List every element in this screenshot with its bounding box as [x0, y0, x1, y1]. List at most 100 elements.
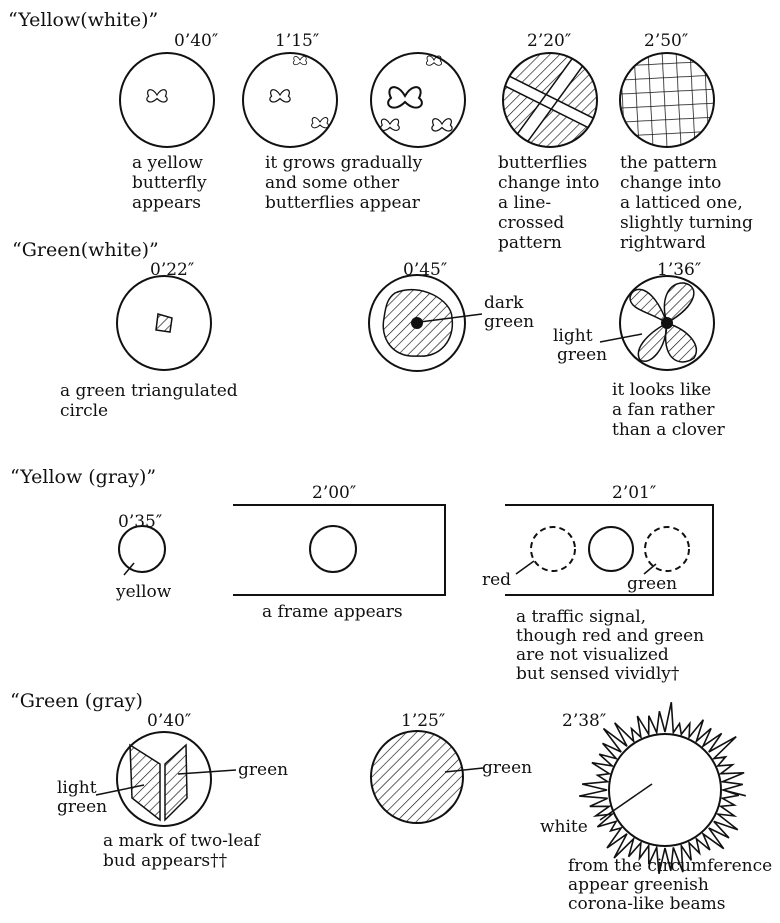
time-label: 0’40″ [174, 31, 218, 51]
time-label: 1’15″ [275, 31, 319, 51]
time-label: 0’22″ [150, 260, 194, 280]
time-label: 1’36″ [657, 260, 701, 280]
svg-text:a yellow: a yellow [132, 153, 203, 173]
right-leaf [164, 743, 188, 822]
label-green: green [557, 345, 607, 365]
caption-line: a mark of two-leaf [103, 831, 262, 851]
section-title-green-gray: “Green (gray) [10, 690, 143, 712]
svg-text:appears: appears [132, 193, 201, 213]
panel-two-leaf-bud: 0’40″ light green green a mark of two-le… [57, 711, 288, 871]
panel-butterflies-grow: 1’15″ it grows gradually and some other … [242, 31, 466, 213]
frame-bracket [505, 504, 714, 596]
circle-frame [619, 275, 715, 371]
label-green: green [57, 797, 107, 817]
circle-frame [116, 275, 212, 371]
hatched-disc [370, 730, 464, 824]
butterfly-icon [146, 89, 168, 103]
caption-line: crossed [498, 213, 564, 233]
caption-line: from the circumference [568, 856, 772, 876]
caption-line: a fan rather [612, 400, 715, 420]
caption-line: bud appears†† [103, 851, 228, 871]
time-label: 2’38″ [562, 711, 606, 731]
time-label: 0’35″ [118, 512, 162, 532]
corona-beams [579, 702, 746, 874]
panel-yellow-circle: 0’35″ yellow [115, 512, 172, 602]
panel-latticed: 2’50″ the pattern change into a latticed… [619, 31, 753, 253]
circle-frame [368, 274, 466, 372]
label-white: white [540, 817, 588, 837]
panel-fan: 1’36″ light green it looks like a fan ra… [553, 260, 726, 440]
caption-line: appears [132, 193, 201, 213]
panel-corona: 2’38″ white from the circumference appea… [540, 702, 772, 914]
red-light [530, 526, 576, 572]
panel-traffic-signal: 2’01″ red green a traffic signal, though… [482, 483, 714, 684]
caption-line: corona-like beams [568, 894, 726, 914]
butterfly-icon [425, 55, 443, 66]
time-label: 2’01″ [612, 483, 656, 503]
center-light [588, 526, 634, 572]
caption-line: pattern [498, 233, 562, 253]
panel-dark-green: 0’45″ dark green [368, 260, 534, 372]
label-yellow: yellow [115, 582, 172, 602]
time-label: 2’00″ [312, 483, 356, 503]
caption-line: the pattern [620, 153, 717, 173]
circle-frame [119, 52, 215, 148]
section-title-green-white: “Green(white)” [12, 239, 159, 261]
caption-line: butterfly [132, 173, 207, 193]
caption-line: a latticed one, [620, 193, 743, 213]
label-green: green [484, 312, 534, 332]
caption-line: a frame appears [262, 602, 403, 622]
lattice-pattern [620, 53, 714, 147]
time-label: 1’25″ [401, 711, 445, 731]
butterfly-icon [269, 89, 291, 103]
circle-frame [370, 52, 466, 148]
butterfly-icon [311, 117, 329, 129]
caption-line: slightly turning [620, 213, 753, 233]
circle-frame [116, 731, 212, 827]
caption-line: a traffic signal, [516, 607, 646, 627]
label-red: red [482, 570, 511, 590]
time-label: 0’45″ [403, 260, 447, 280]
label-green-right: green [238, 760, 288, 780]
butterfly-icon [380, 118, 400, 131]
caption-line: a green triangulated [60, 381, 238, 401]
caption-line: it looks like [612, 380, 711, 400]
caption-line: but sensed vividly† [516, 664, 680, 684]
time-label: 2’20″ [527, 31, 571, 51]
butterfly-icon [387, 86, 423, 109]
panel-green-disc: 1’25″ green [370, 711, 532, 824]
caption-line: rightward [620, 233, 706, 253]
caption-line: a line- [498, 193, 551, 213]
caption-line: circle [60, 401, 108, 421]
caption-line: though red and green [516, 626, 704, 646]
dark-dot [411, 317, 423, 329]
panel-frame: 2’00″ a frame appears [233, 483, 446, 622]
butterfly-icon [292, 56, 308, 66]
green-light [644, 526, 690, 572]
white-disc [608, 733, 722, 847]
caption-line: change into [620, 173, 721, 193]
butterfly-icon [431, 118, 453, 132]
time-label: 2’50″ [644, 31, 688, 51]
label-green: green [482, 758, 532, 778]
caption-line: change into [498, 173, 599, 193]
caption-line: a yellow [132, 153, 203, 173]
section-title-yellow-gray: “Yellow (gray)” [10, 466, 156, 488]
panel-line-crossed: 2’20″ butterflies change into a line- cr… [498, 31, 599, 253]
circle-center [309, 525, 357, 573]
panel-yellow-butterfly: 0’40″ a yellow butterfly appears [119, 31, 218, 213]
time-label: 0’40″ [147, 711, 191, 731]
label-light: light [57, 778, 97, 798]
panel-green-triangle: 0’22″ a green triangulated circle [60, 260, 238, 421]
caption-line: butterflies appear [265, 193, 421, 213]
label-light: light [553, 326, 593, 346]
circle-yellow [118, 525, 166, 573]
caption-line: appear greenish [568, 875, 709, 895]
caption-line: it grows gradually [265, 153, 423, 173]
caption-line: are not visualized [516, 645, 669, 665]
label-green: green [627, 574, 677, 594]
frame-bracket [233, 504, 446, 596]
circle-frame [242, 52, 338, 148]
fan-blades [637, 321, 668, 362]
